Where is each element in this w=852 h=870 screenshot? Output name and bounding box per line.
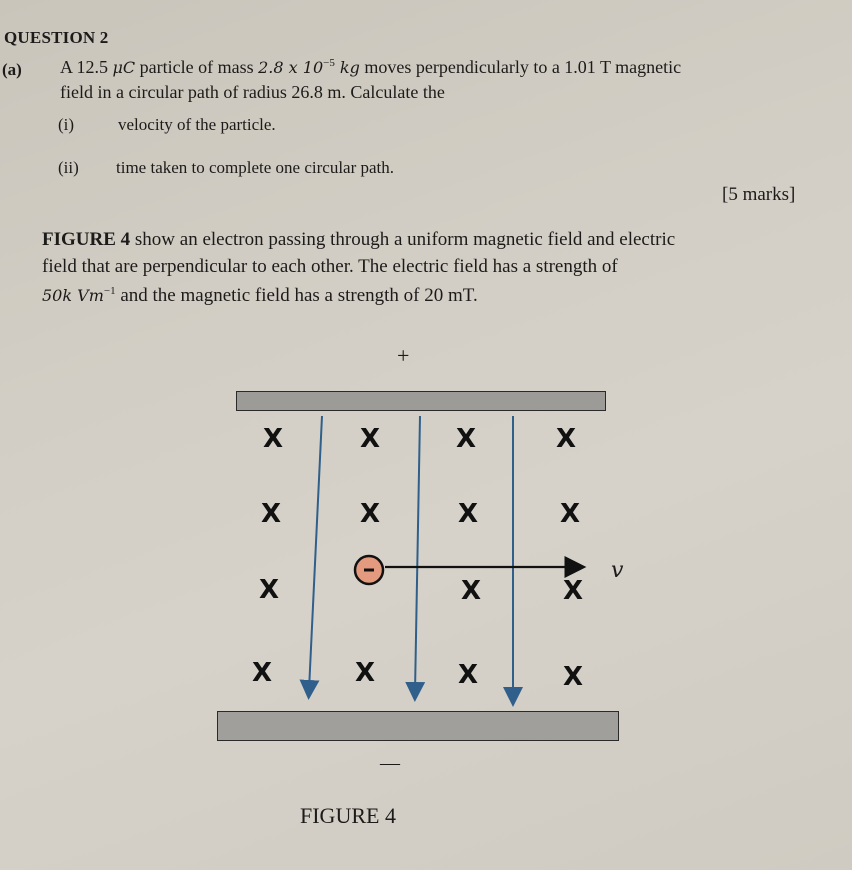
subpart-ii-number: (ii) xyxy=(58,158,79,177)
part-a-line-1: A 12.5 μC particle of mass 2.8 x 10−5 kg… xyxy=(60,57,682,77)
velocity-label: v xyxy=(611,558,624,583)
subpart-i-number: (i) xyxy=(58,115,75,134)
part-a-line-2: field in a circular path of radius 26.8 … xyxy=(60,82,445,102)
field-into-page-icon: X xyxy=(461,576,482,606)
marks-label: [5 marks] xyxy=(722,184,796,205)
field-line-arrows xyxy=(299,415,523,707)
field-into-page-icon: X xyxy=(556,424,577,454)
field-into-page-icon: X xyxy=(355,658,376,688)
positive-plate xyxy=(236,391,606,411)
negative-plate-sign: — xyxy=(380,752,400,774)
field-into-page-icon: X xyxy=(560,499,581,529)
field-into-page-icon: X xyxy=(259,575,280,605)
field-into-page-icon: X xyxy=(261,499,282,529)
field-into-page-icon: X xyxy=(563,662,584,692)
field-into-page-icon: X xyxy=(263,424,284,454)
negative-plate xyxy=(217,711,619,741)
field-into-page-icon: X xyxy=(458,660,479,690)
positive-plate-sign: + xyxy=(397,343,410,368)
field-into-page-icon: X xyxy=(563,576,584,606)
question-title: QUESTION 2 xyxy=(4,28,109,47)
part-b-line-3: 50k Vm−1 and the magnetic field has a st… xyxy=(42,285,478,306)
field-into-page-icon: X xyxy=(456,424,477,454)
field-into-page-icon: X xyxy=(252,658,273,688)
figure-caption: FIGURE 4 xyxy=(300,803,396,828)
subpart-ii-text: time taken to complete one circular path… xyxy=(116,158,395,177)
field-into-page-icon: X xyxy=(360,424,381,454)
part-a-label: (a) xyxy=(2,60,22,79)
field-into-page-icon: X xyxy=(458,499,479,529)
part-b-line-2: field that are perpendicular to each oth… xyxy=(42,256,618,277)
part-b-line-1: FIGURE 4 show an electron passing throug… xyxy=(42,229,676,250)
subpart-i-text: velocity of the particle. xyxy=(118,115,276,134)
field-into-page-icon: X xyxy=(360,499,381,529)
